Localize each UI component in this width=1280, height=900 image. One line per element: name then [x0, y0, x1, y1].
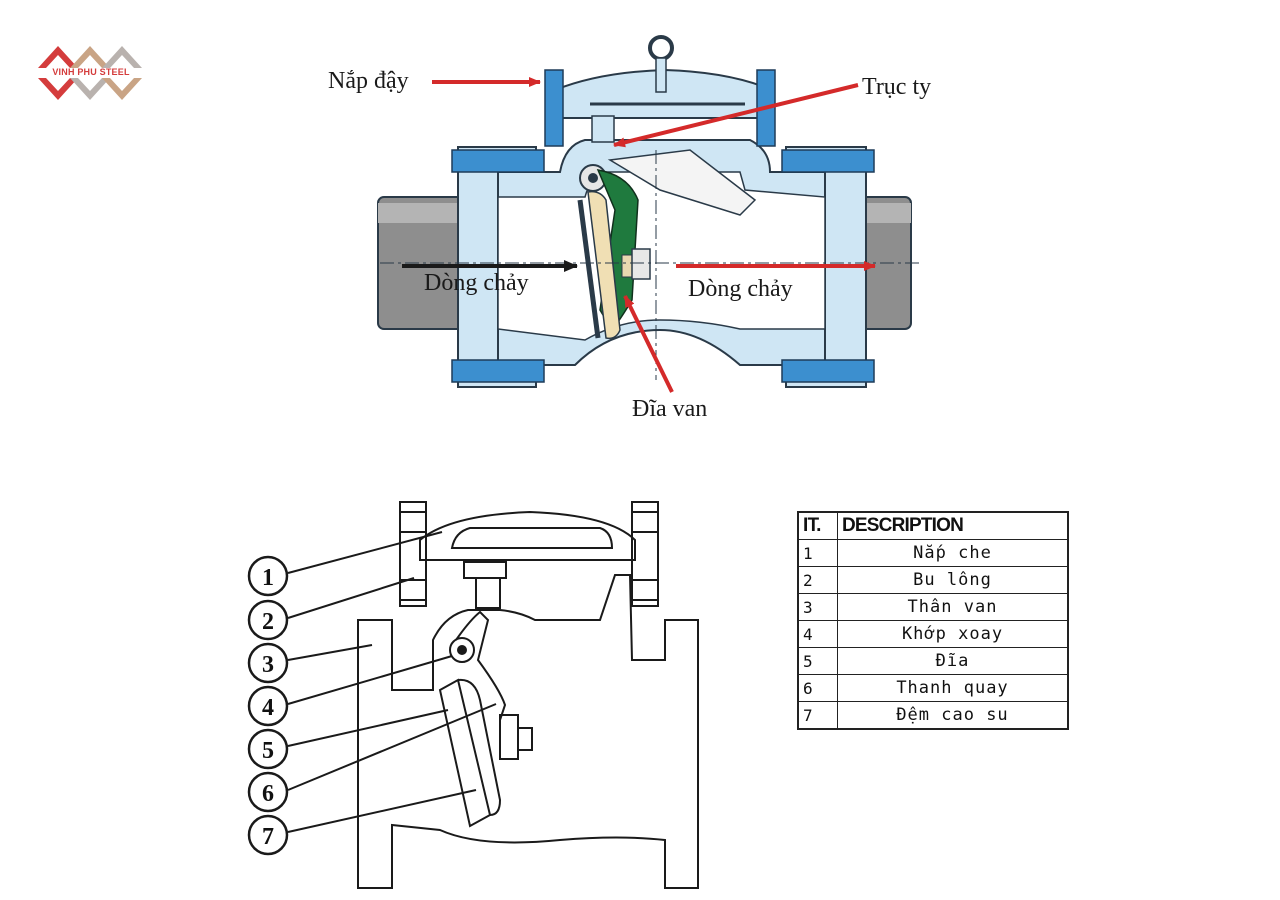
row-it: 1: [797, 539, 838, 567]
lineart-disc: [438, 678, 492, 828]
brand-logo-text: VINH PHU STEEL: [52, 67, 130, 77]
callout-3: 3: [262, 652, 274, 678]
label-cover: Nắp đậy: [328, 68, 409, 94]
parts-table-header: IT. DESCRIPTION: [797, 511, 1069, 540]
callout-4: 4: [262, 695, 274, 721]
callout-circle-6: [247, 771, 289, 813]
label-flow-right: Dòng chảy: [688, 276, 793, 302]
callout-circle-5: [247, 728, 289, 770]
row-desc: Khớp xoay: [837, 620, 1069, 648]
callout-circle-3: [247, 642, 289, 684]
callout-6: 6: [262, 781, 274, 807]
lineart-body: [357, 574, 699, 889]
lineart-bolt-left: [399, 501, 427, 607]
label-shaft: Trục ty: [862, 74, 932, 100]
row-desc: Thanh quay: [837, 674, 1069, 702]
callout-circle-1: [247, 555, 289, 597]
callout-circle-4: [247, 685, 289, 727]
row-it: 3: [797, 593, 838, 621]
cover-bolt-left: [544, 69, 564, 147]
callout-5: 5: [262, 738, 274, 764]
header-it: IT.: [797, 511, 838, 540]
row-desc: Nắp che: [837, 539, 1069, 567]
header-description: DESCRIPTION: [837, 511, 1069, 540]
row-it: 6: [797, 674, 838, 702]
callout-2: 2: [262, 609, 274, 635]
valve-disc: [587, 190, 621, 340]
row-desc: Thân van: [837, 593, 1069, 621]
row-desc: Đĩa: [837, 647, 1069, 675]
label-flow-left: Dòng chảy: [424, 270, 529, 296]
row-it: 5: [797, 647, 838, 675]
row-it: 2: [797, 566, 838, 594]
brand-logo: [38, 46, 142, 100]
callout-circle-7: [247, 814, 289, 856]
callout-1: 1: [262, 565, 274, 591]
lineart-bolt-right: [631, 501, 659, 607]
row-it: 7: [797, 701, 838, 730]
label-disc: Đĩa van: [632, 396, 708, 422]
row-desc: Đệm cao su: [837, 701, 1069, 730]
row-it: 4: [797, 620, 838, 648]
lineart-cover: [419, 510, 636, 561]
callout-7: 7: [262, 824, 274, 850]
row-desc: Bu lông: [837, 566, 1069, 594]
callout-circle-2: [247, 599, 289, 641]
lineart-hinge: [449, 637, 475, 663]
